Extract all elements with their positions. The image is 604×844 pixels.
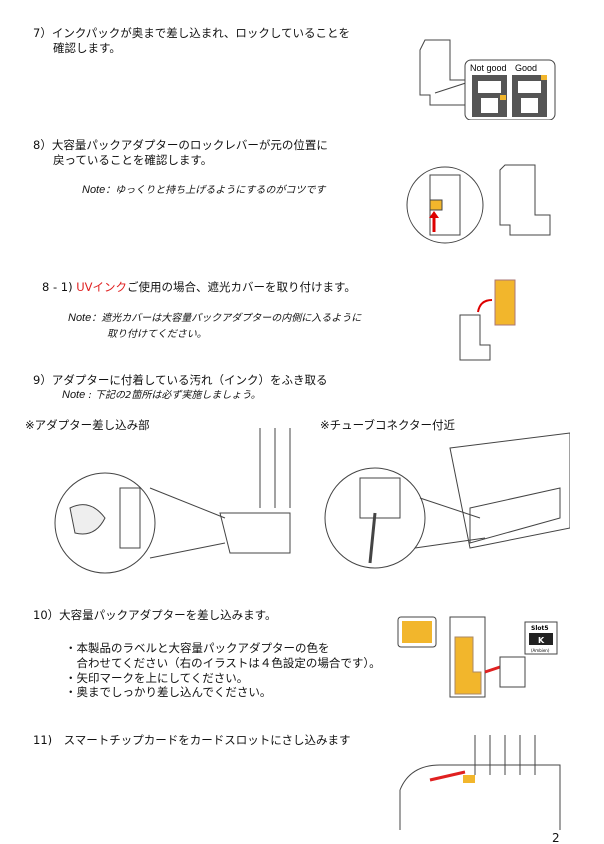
step-7-line2: 確認します。	[53, 41, 121, 55]
step-9-line1: 9）アダプターに付着している汚れ（インク）をふき取る	[33, 373, 328, 387]
adapter-wipe-illustration	[54, 428, 291, 574]
step-8-line1: 8）大容量パックアダプターのロックレバーが元の位置に	[33, 138, 328, 152]
step-11-line1: 11) スマートチップカードをカードスロットにさし込みます	[33, 733, 351, 747]
not-good-label: Not good	[470, 63, 507, 73]
step-8-1-note-line1: Note：遮光カバーは大容量パックアダプターの内側に入るように	[68, 312, 362, 324]
tube-connector-wipe-illustration	[324, 432, 570, 569]
adapter-insert-illustration: Slot5 K (Ambien)	[397, 616, 558, 698]
step-8-note: Note：ゆっくりと持ち上げるようにするのがコツです	[82, 184, 326, 196]
slot-sub-label: (Ambien)	[531, 648, 550, 653]
good-label: Good	[515, 63, 537, 73]
step-10-bullet-2: ・矢印マークを上にしてください。	[65, 671, 249, 685]
step-10-bullet-3: ・奥までしっかり差し込んでください。	[65, 685, 272, 699]
light-shield-cover-illustration	[459, 279, 516, 361]
step-10-bullet-1: ・本製品のラベルと大容量パックアダプターの色を	[65, 641, 330, 655]
smart-chip-card-illustration	[399, 735, 561, 830]
step-10-bullet-1-cont: 合わせてください（右のイラストは４色設定の場合です）。	[65, 656, 381, 670]
step-8-1-note-line2: 取り付けてください。	[107, 329, 207, 340]
step-10-line1: 10）大容量パックアダプターを差し込みます。	[33, 608, 277, 622]
slot-color-label: K	[538, 636, 545, 645]
step-8-line2: 戻っていることを確認します。	[53, 153, 213, 167]
caption-tube-connector: ※チューブコネクター付近	[320, 418, 455, 432]
step-9-note: Note : 下記の2箇所は必ず実施しましょう。	[62, 389, 261, 401]
step-7-line1: 7）インクパックが奥まで差し込まれ、ロックしていることを	[33, 26, 351, 40]
lock-check-illustration: Not good Good	[419, 39, 556, 120]
page-number: 2	[552, 831, 560, 844]
slot-label: Slot5	[531, 625, 549, 632]
lock-lever-illustration	[406, 164, 551, 244]
step-8-1-line: 8 - 1) UVインクご使用の場合、遮光カバーを取り付けます。	[42, 280, 356, 294]
caption-adapter-insertion: ※アダプター差し込み部	[25, 418, 150, 432]
